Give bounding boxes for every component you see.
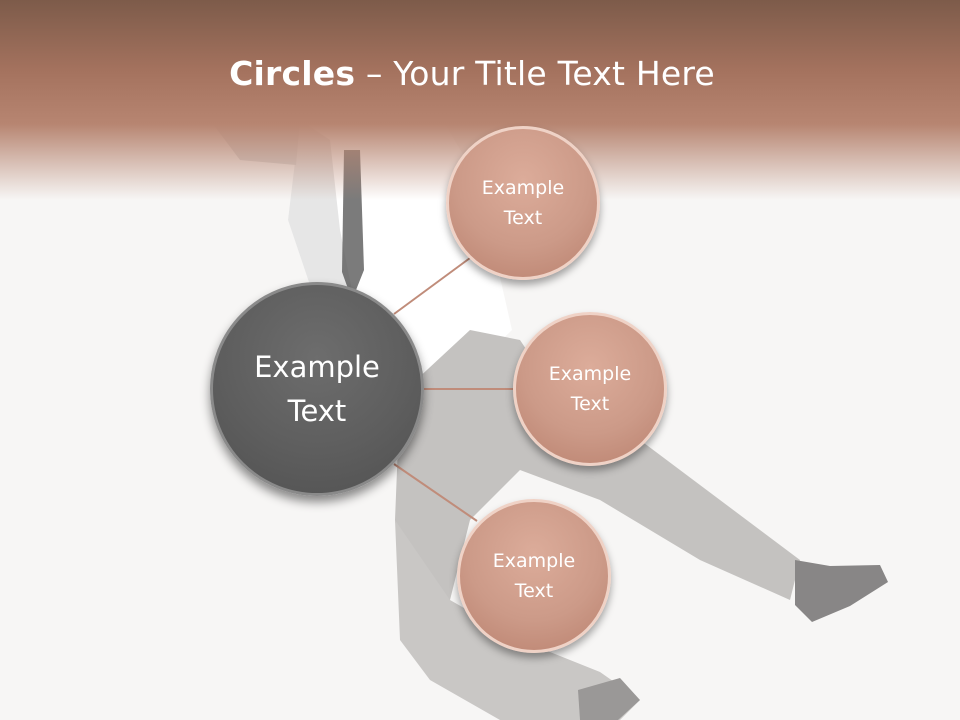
main-circle[interactable]: Example Text <box>210 282 424 496</box>
main-circle-line1: Example <box>254 350 380 384</box>
satellite-circle-2-line2: Text <box>570 393 610 415</box>
connector-line-3 <box>393 463 478 522</box>
slide-title[interactable]: Circles – Your Title Text Here <box>0 54 944 93</box>
satellite-circle-1-line1: Example <box>481 177 565 199</box>
satellite-circle-2-line1: Example <box>548 363 632 385</box>
satellite-circle-3[interactable]: Example Text <box>457 499 611 653</box>
trousers-shape <box>395 330 800 620</box>
shoe-shape-2 <box>578 678 640 720</box>
leg-shape <box>395 520 640 720</box>
title-rest: – Your Title Text Here <box>355 54 715 93</box>
shoe-shape <box>795 560 888 622</box>
connector-line-1 <box>393 257 471 315</box>
satellite-circle-3-line2: Text <box>514 580 554 602</box>
satellite-circle-2[interactable]: Example Text <box>513 312 667 466</box>
main-circle-line2: Text <box>287 394 347 428</box>
satellite-circle-3-line1: Example <box>492 550 576 572</box>
satellite-circle-1[interactable]: Example Text <box>446 126 600 280</box>
satellite-circle-1-line2: Text <box>503 207 543 229</box>
title-bold-word: Circles <box>229 54 356 93</box>
